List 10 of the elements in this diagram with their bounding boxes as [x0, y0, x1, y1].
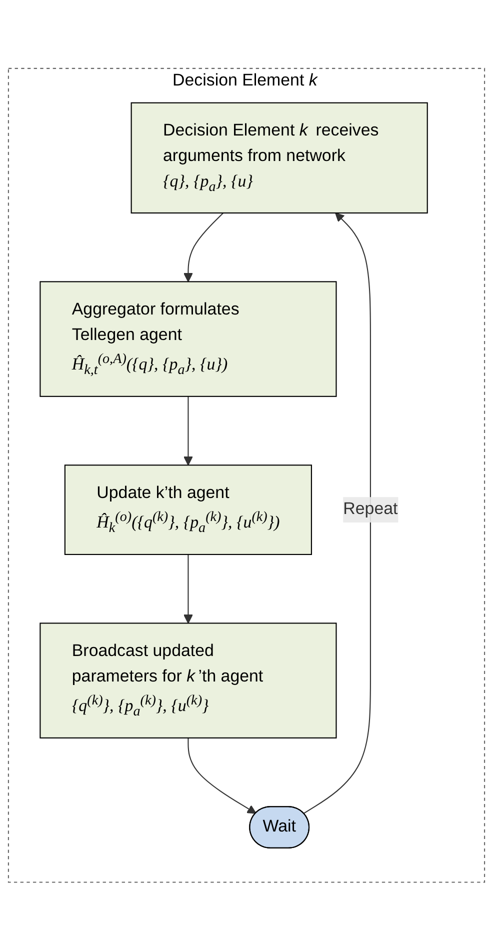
arrow — [303, 212, 371, 814]
node-box: Decision Element k receives arguments from network {q}, {p$_{a}$}, {u} — [130, 102, 428, 214]
arrow — [188, 738, 256, 814]
arrow — [184, 554, 193, 624]
arrow — [184, 212, 224, 282]
edge-label: Repeat — [343, 500, 398, 518]
arrow — [184, 396, 193, 466]
node-box: Broadcast updated parameters for k’th agent {q$^{(k)}$}, {p$_{a}$$^{(k)}$}, {u$^{(k)}$} — [40, 622, 337, 739]
node-box: Aggregator formulates Tellegen agent Ĥ$_{k,t}$$^{(o,A)}$({q}, {p$_{a}$}, {u}) — [40, 281, 337, 398]
node-box: Update k’th agent Ĥ$_{k}$$^{(o)}$({q$^{(k)}$}, {p$_{a}$$^{(k)}$}, {u$^{(k)}$}) — [64, 464, 312, 556]
